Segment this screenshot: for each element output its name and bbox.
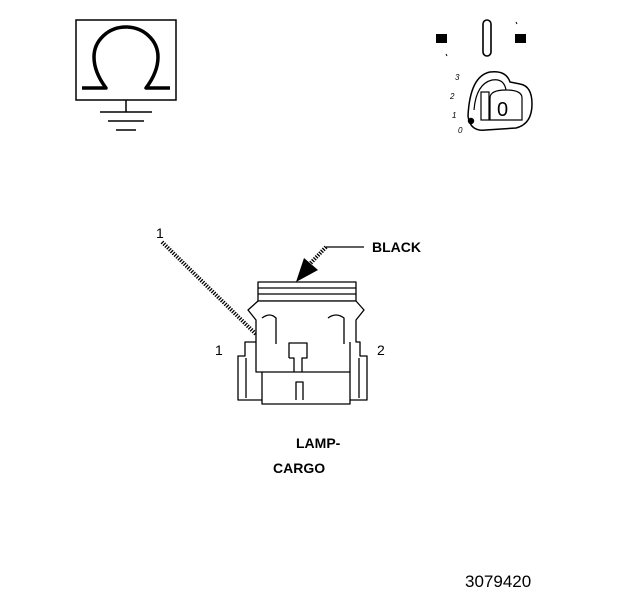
connector-name-line1: LAMP- [296, 435, 341, 451]
battery-disconnect-icon [436, 19, 526, 57]
connector-color-label: BLACK [372, 239, 421, 255]
ignition-position-1: 1 [452, 111, 456, 120]
terminal-2-label: 2 [377, 342, 385, 358]
figure-id: 3079420 [465, 572, 531, 591]
terminal-1-label: 1 [215, 342, 223, 358]
ignition-key-off-icon: 3 2 1 0 0 [449, 70, 533, 135]
callout-number: 1 [156, 225, 164, 241]
color-callout [296, 245, 364, 282]
ignition-position-3: 3 [455, 73, 460, 82]
connector-face [237, 281, 368, 405]
ohmmeter-ground-icon [75, 19, 177, 131]
ignition-position-0: 0 [458, 126, 463, 135]
connector-name-line2: CARGO [273, 460, 325, 476]
ignition-position-2: 2 [449, 92, 455, 101]
ignition-key-label: 0 [497, 99, 508, 121]
